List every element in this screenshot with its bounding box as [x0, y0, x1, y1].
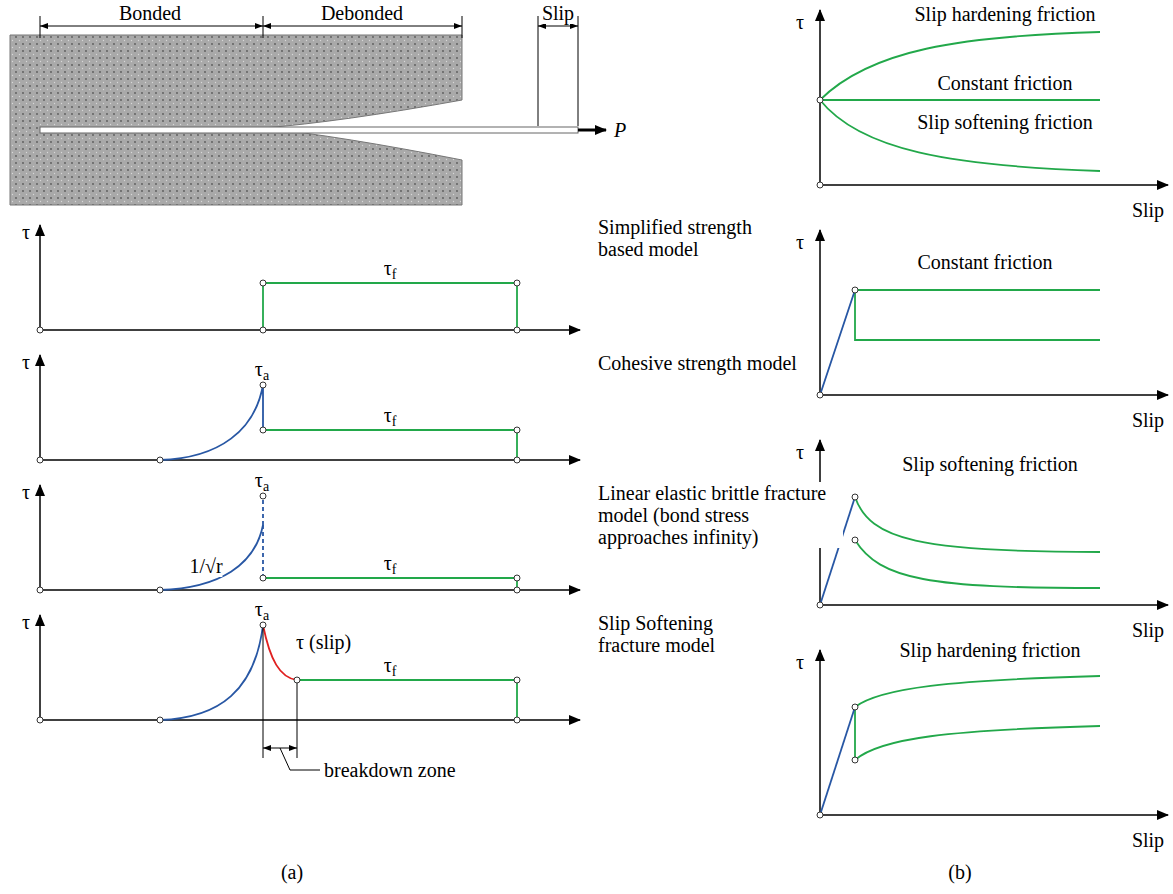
- plot-simplified: [263, 283, 517, 330]
- label: P: [614, 119, 626, 141]
- label: τ (slip): [296, 631, 351, 653]
- label: τ: [22, 221, 30, 243]
- friction-curves: [820, 32, 1100, 760]
- label: 1/√r: [189, 555, 222, 577]
- label: τ: [22, 611, 30, 633]
- label: Slip: [1132, 619, 1164, 641]
- label: breakdown zone: [324, 759, 456, 781]
- label: τf: [384, 404, 397, 426]
- label: τf: [384, 654, 397, 676]
- label: τ: [22, 481, 30, 503]
- label: Cohesive strength model: [598, 352, 798, 374]
- label: τ: [796, 231, 804, 253]
- label: Slip: [1132, 409, 1164, 431]
- label: Simplified strength based model: [598, 216, 798, 260]
- label: Debonded: [321, 2, 403, 24]
- label: τa: [255, 358, 269, 380]
- label: Slip hardening friction: [899, 639, 1080, 661]
- points-a: [37, 280, 520, 723]
- axes-b: [820, 10, 1168, 815]
- label: Slip Softening fracture model: [598, 612, 778, 656]
- label: τ: [22, 351, 30, 373]
- label: τ: [796, 441, 804, 463]
- label: τ: [796, 11, 804, 33]
- label: Slip: [542, 2, 574, 24]
- specimen: [10, 35, 606, 205]
- plot-lefm: [160, 496, 517, 590]
- label: Bonded: [119, 2, 181, 24]
- elastic-branches: [820, 290, 855, 815]
- axes-a: [40, 225, 580, 720]
- label: Slip: [1132, 199, 1164, 221]
- label: Slip softening friction: [902, 453, 1078, 475]
- plot-cohesive: [160, 385, 517, 460]
- label: τ: [796, 651, 804, 673]
- label: τf: [384, 552, 397, 574]
- label: τf: [384, 257, 397, 279]
- label: Constant friction: [918, 251, 1053, 273]
- label: Constant friction: [938, 72, 1073, 94]
- label: τa: [255, 598, 269, 620]
- label: Slip: [1132, 829, 1164, 851]
- label: Linear elastic brittle fracture model (b…: [598, 482, 843, 548]
- plot-slip-softening: [160, 625, 517, 720]
- label: (b): [948, 861, 971, 883]
- points-b: [817, 97, 858, 818]
- label: (a): [281, 861, 303, 883]
- label: Slip softening friction: [917, 111, 1093, 133]
- label: τa: [255, 469, 269, 491]
- dimensions: [40, 16, 578, 126]
- label: Slip hardening friction: [914, 3, 1095, 25]
